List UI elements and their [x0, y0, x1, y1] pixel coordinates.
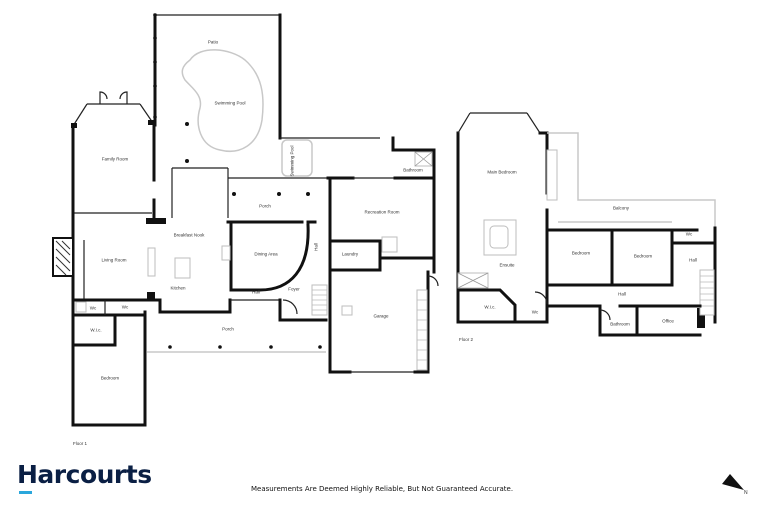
- room-label-bedroom-2: Bedroom: [633, 253, 653, 259]
- front-porch: [143, 310, 326, 362]
- room-label-breakfast-nook: Breakfast Nook: [173, 232, 205, 238]
- room-label-living-room: Living Room: [101, 257, 127, 263]
- room-label-office: Office: [662, 318, 674, 324]
- room-label-recreation-room: Recreation Room: [364, 209, 400, 215]
- room-label-wc1: Wc: [89, 305, 97, 311]
- room-label-kitchen: Kitchen: [170, 285, 186, 291]
- room-label-hall: Hall: [252, 289, 260, 295]
- room-label-foyer: Foyer: [288, 286, 300, 292]
- family-room-walls: [71, 91, 156, 262]
- room-label-spa: Swimming Pool: [289, 145, 295, 177]
- room-label-rear-porch: Porch: [259, 203, 271, 209]
- room-label-balcony: Balcony: [612, 205, 630, 211]
- room-label-wc: Wc: [531, 309, 539, 315]
- room-label-laundry: Laundry: [341, 251, 359, 257]
- room-label-main-bedroom: Main Bedroom: [487, 169, 517, 175]
- room-label-wic: W.I.c.: [484, 304, 496, 310]
- living-kitchen-walls: [52, 211, 280, 314]
- rear-porch-walls: [171, 137, 380, 224]
- room-label-family-room: Family Room: [101, 156, 129, 162]
- svg-text:N: N: [744, 490, 748, 496]
- room-label-bedroom: Bedroom: [100, 375, 120, 381]
- room-label-garage: Garage: [373, 313, 389, 319]
- logo-accent-bar: [19, 491, 32, 494]
- room-label-front-porch: Porch: [222, 326, 234, 332]
- swimming-pool-shape: [181, 49, 264, 152]
- harcourts-logo: Harcourts: [17, 460, 152, 489]
- measurement-disclaimer: Measurements Are Deemed Highly Reliable,…: [251, 485, 514, 493]
- room-label-dining-area: Dining Area: [254, 251, 278, 257]
- room-label-bedroom-1: Bedroom: [571, 250, 591, 256]
- east-wing-walls: [326, 136, 439, 374]
- room-label-wc2: Wc: [121, 304, 129, 310]
- dining-walls: [221, 176, 332, 302]
- room-label-wc-right: Wc: [685, 231, 693, 237]
- room-label-swimming-pool: Swimming Pool: [214, 100, 246, 106]
- spa-shape: [281, 139, 313, 177]
- foyer-walls: [278, 284, 328, 322]
- room-label-hall: Hall: [618, 291, 626, 297]
- room-label-bathroom: Bathroom: [610, 321, 630, 327]
- floor2-walls: [456, 112, 717, 337]
- floor-2-label: Floor 2: [459, 337, 474, 342]
- north-arrow-icon: N: [722, 474, 748, 496]
- room-label-hall-right: Hall: [689, 257, 697, 263]
- bedroom-wing-walls: [71, 298, 147, 427]
- room-label-hall-vertical: Hall: [313, 243, 319, 251]
- floor-1-label: Floor 1: [73, 441, 88, 446]
- room-label-ensuite: Ensuite: [499, 262, 515, 268]
- room-label-wic: W.I.c.: [90, 327, 102, 333]
- room-label-bathroom: Bathroom: [403, 167, 423, 173]
- patio-area: [153, 13, 282, 163]
- room-label-patio: Patio: [207, 39, 219, 45]
